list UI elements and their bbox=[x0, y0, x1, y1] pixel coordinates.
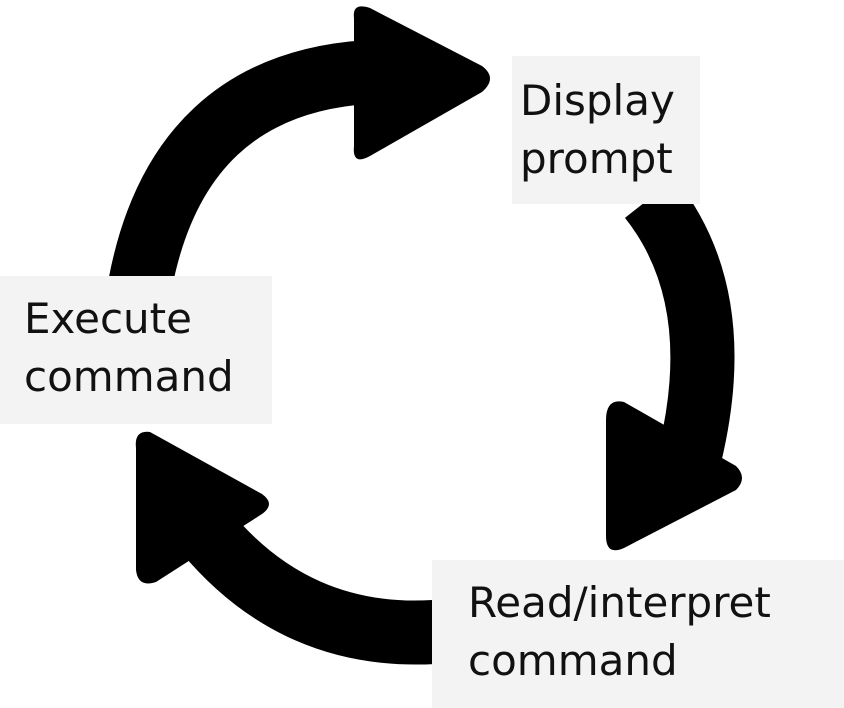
step-display-prompt: Display prompt bbox=[512, 56, 700, 204]
step-read-interpret-command: Read/interpret command bbox=[432, 560, 844, 708]
step-display-line-2: prompt bbox=[520, 134, 673, 183]
step-execute-command: Execute command bbox=[0, 276, 272, 424]
arrowhead-to-read bbox=[606, 401, 742, 551]
step-execute-line-1: Execute bbox=[24, 294, 192, 343]
step-read-line-2: command bbox=[468, 636, 678, 685]
step-read-line-1: Read/interpret bbox=[468, 578, 771, 627]
arrowhead-to-display bbox=[353, 6, 490, 160]
arc-display-to-read bbox=[624, 178, 735, 463]
step-execute-line-2: command bbox=[24, 352, 234, 401]
arc-read-to-execute bbox=[181, 511, 436, 665]
arc-execute-to-display bbox=[108, 40, 371, 292]
arrowhead-to-execute bbox=[135, 431, 269, 584]
step-display-line-1: Display bbox=[520, 76, 675, 125]
